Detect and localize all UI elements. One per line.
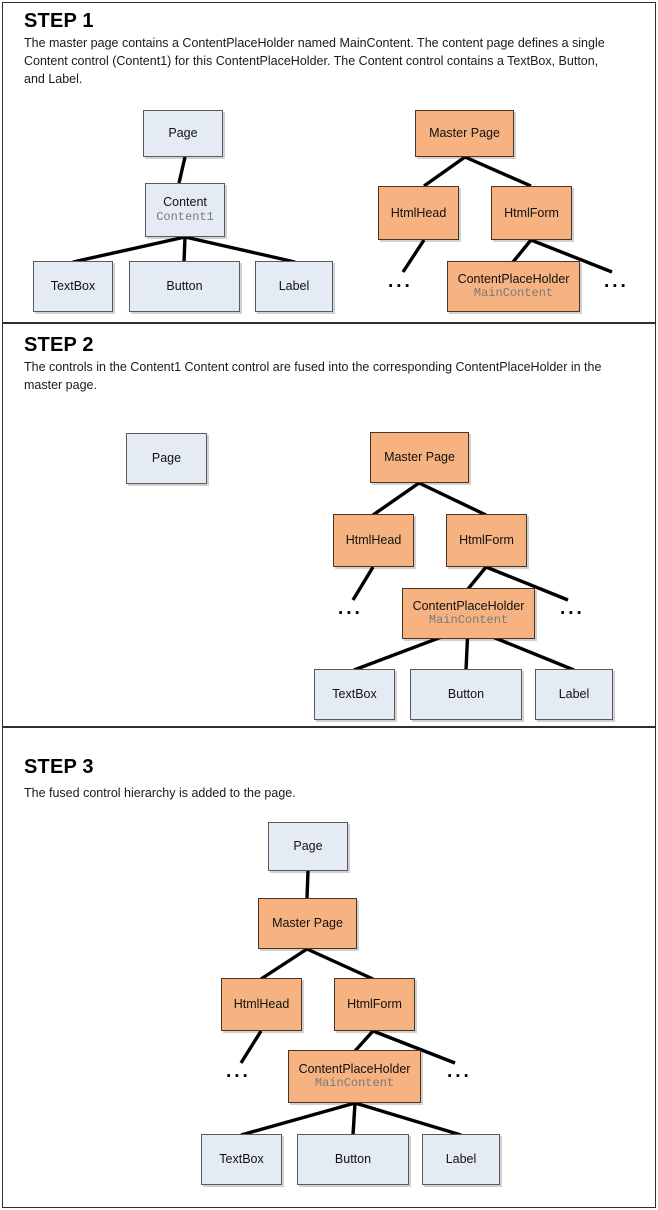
node-contentplaceholder-step1[interactable]: ContentPlaceHolder MainContent xyxy=(447,261,580,312)
node-label: HtmlHead xyxy=(390,205,447,220)
node-content-step1[interactable]: Content Content1 xyxy=(145,183,225,237)
step-1-description: The master page contains a ContentPlaceH… xyxy=(24,36,605,87)
step-3-title: STEP 3 xyxy=(24,756,94,778)
node-htmlform-step3[interactable]: HtmlForm xyxy=(334,978,415,1031)
ellipsis-right-step3: ... xyxy=(447,1061,472,1082)
node-page-step3[interactable]: Page xyxy=(268,822,348,871)
node-label: ContentPlaceHolder xyxy=(412,598,525,613)
node-contentplaceholder-step2[interactable]: ContentPlaceHolder MainContent xyxy=(402,588,535,639)
node-label: HtmlForm xyxy=(459,533,514,548)
node-page-step1[interactable]: Page xyxy=(143,110,223,157)
node-button-step3[interactable]: Button xyxy=(297,1134,409,1185)
node-master-page-step1[interactable]: Master Page xyxy=(415,110,514,157)
node-page-step2[interactable]: Page xyxy=(126,433,207,484)
node-label-step2[interactable]: Label xyxy=(535,669,613,720)
node-button-step1[interactable]: Button xyxy=(129,261,240,312)
node-label: Label xyxy=(558,687,590,702)
node-label: HtmlHead xyxy=(233,997,290,1012)
node-label: Label xyxy=(278,279,310,294)
node-label: Button xyxy=(166,279,203,294)
step-3-description: The fused control hierarchy is added to … xyxy=(24,786,296,800)
node-label: TextBox xyxy=(332,687,377,702)
node-label: ContentPlaceHolder xyxy=(298,1061,411,1076)
node-sublabel: MainContent xyxy=(473,286,554,301)
node-label: HtmlForm xyxy=(504,205,559,220)
node-htmlhead-step1[interactable]: HtmlHead xyxy=(378,186,459,240)
node-label: ContentPlaceHolder xyxy=(457,271,570,286)
node-textbox-step2[interactable]: TextBox xyxy=(314,669,395,720)
node-textbox-step1[interactable]: TextBox xyxy=(33,261,113,312)
node-htmlhead-step3[interactable]: HtmlHead xyxy=(221,978,302,1031)
node-label: HtmlHead xyxy=(345,533,402,548)
ellipsis-left-step2: ... xyxy=(338,598,363,619)
node-sublabel: MainContent xyxy=(314,1076,395,1091)
node-label: Master Page xyxy=(272,916,343,931)
ellipsis-right-step1: ... xyxy=(604,271,629,292)
node-label: Content xyxy=(163,195,207,210)
node-htmlform-step1[interactable]: HtmlForm xyxy=(491,186,572,240)
node-label: Master Page xyxy=(429,126,500,141)
node-htmlform-step2[interactable]: HtmlForm xyxy=(446,514,527,567)
step-2-title: STEP 2 xyxy=(24,334,94,356)
node-label: Page xyxy=(151,451,182,466)
ellipsis-left-step1: ... xyxy=(388,271,413,292)
node-master-page-step3[interactable]: Master Page xyxy=(258,898,357,949)
step-2-description: The controls in the Content1 Content con… xyxy=(24,360,602,393)
node-sublabel: Content1 xyxy=(156,209,214,224)
node-label: Label xyxy=(445,1152,477,1167)
node-sublabel: MainContent xyxy=(428,613,509,628)
node-contentplaceholder-step3[interactable]: ContentPlaceHolder MainContent xyxy=(288,1050,421,1103)
ellipsis-right-step2: ... xyxy=(560,598,585,619)
step-1-title: STEP 1 xyxy=(24,10,94,32)
node-label: HtmlForm xyxy=(347,997,402,1012)
node-label: TextBox xyxy=(50,279,96,294)
node-master-page-step2[interactable]: Master Page xyxy=(370,432,469,483)
node-label: Button xyxy=(334,1152,372,1167)
node-label: Page xyxy=(293,839,323,854)
node-label-step1[interactable]: Label xyxy=(255,261,333,312)
node-textbox-step3[interactable]: TextBox xyxy=(201,1134,282,1185)
node-label: TextBox xyxy=(219,1152,264,1167)
node-button-step2[interactable]: Button xyxy=(410,669,522,720)
node-htmlhead-step2[interactable]: HtmlHead xyxy=(333,514,414,567)
ellipsis-left-step3: ... xyxy=(226,1061,251,1082)
node-label-step3[interactable]: Label xyxy=(422,1134,500,1185)
node-label: Master Page xyxy=(384,450,455,465)
node-label: Page xyxy=(168,126,198,141)
node-label: Button xyxy=(447,687,485,702)
